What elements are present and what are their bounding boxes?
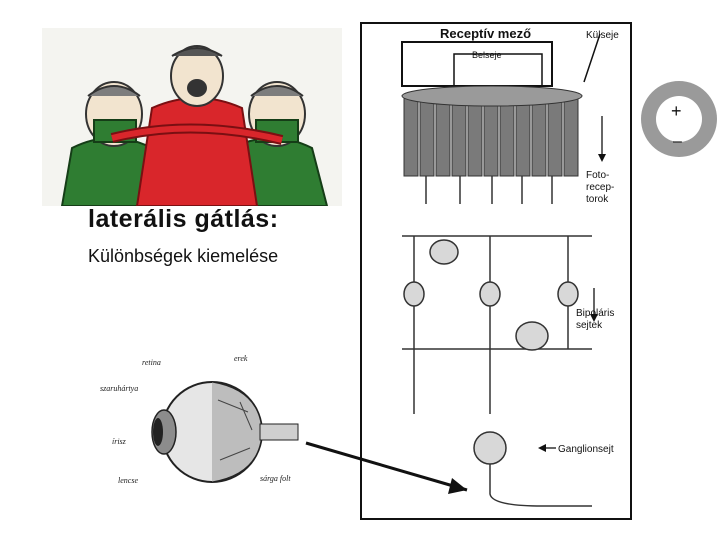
center-screaming-figure [110, 45, 284, 207]
eye-label-cornea: szaruhártya [100, 384, 139, 393]
lateral-inhibition-cartoon [42, 28, 342, 207]
retina-circuit-diagram: Receptív mező Külseje Belseje Foto- rece… [360, 22, 632, 520]
page-subtitle: Különbségek kiemelése [88, 246, 279, 266]
eye-label-iris: írisz [112, 437, 126, 446]
eye-label-vessels: erek [234, 354, 248, 363]
minus-sign: – [673, 133, 682, 150]
center-surround-symbol [640, 80, 718, 158]
plus-sign: + [671, 101, 682, 121]
eye-label-retina: retina [142, 358, 161, 367]
label-receptive-field: Receptív mező [440, 26, 532, 41]
eye-label-lens: lencse [118, 476, 138, 485]
label-outer-region: Külseje [586, 30, 619, 41]
label-ganglion-cell: Ganglionsejt [558, 444, 614, 455]
eye-label-macula: sárga folt [260, 474, 291, 483]
label-inner-region: Belseje [472, 50, 502, 60]
page-title: laterális gátlás: [88, 205, 279, 233]
label-bipolar-cells: Bipoláris sejtek [576, 308, 615, 331]
eye-cross-section-diagram: retina erek szaruhártya írisz lencse sár… [100, 340, 335, 500]
label-photoreceptors: Foto- recep- torok [586, 170, 615, 205]
